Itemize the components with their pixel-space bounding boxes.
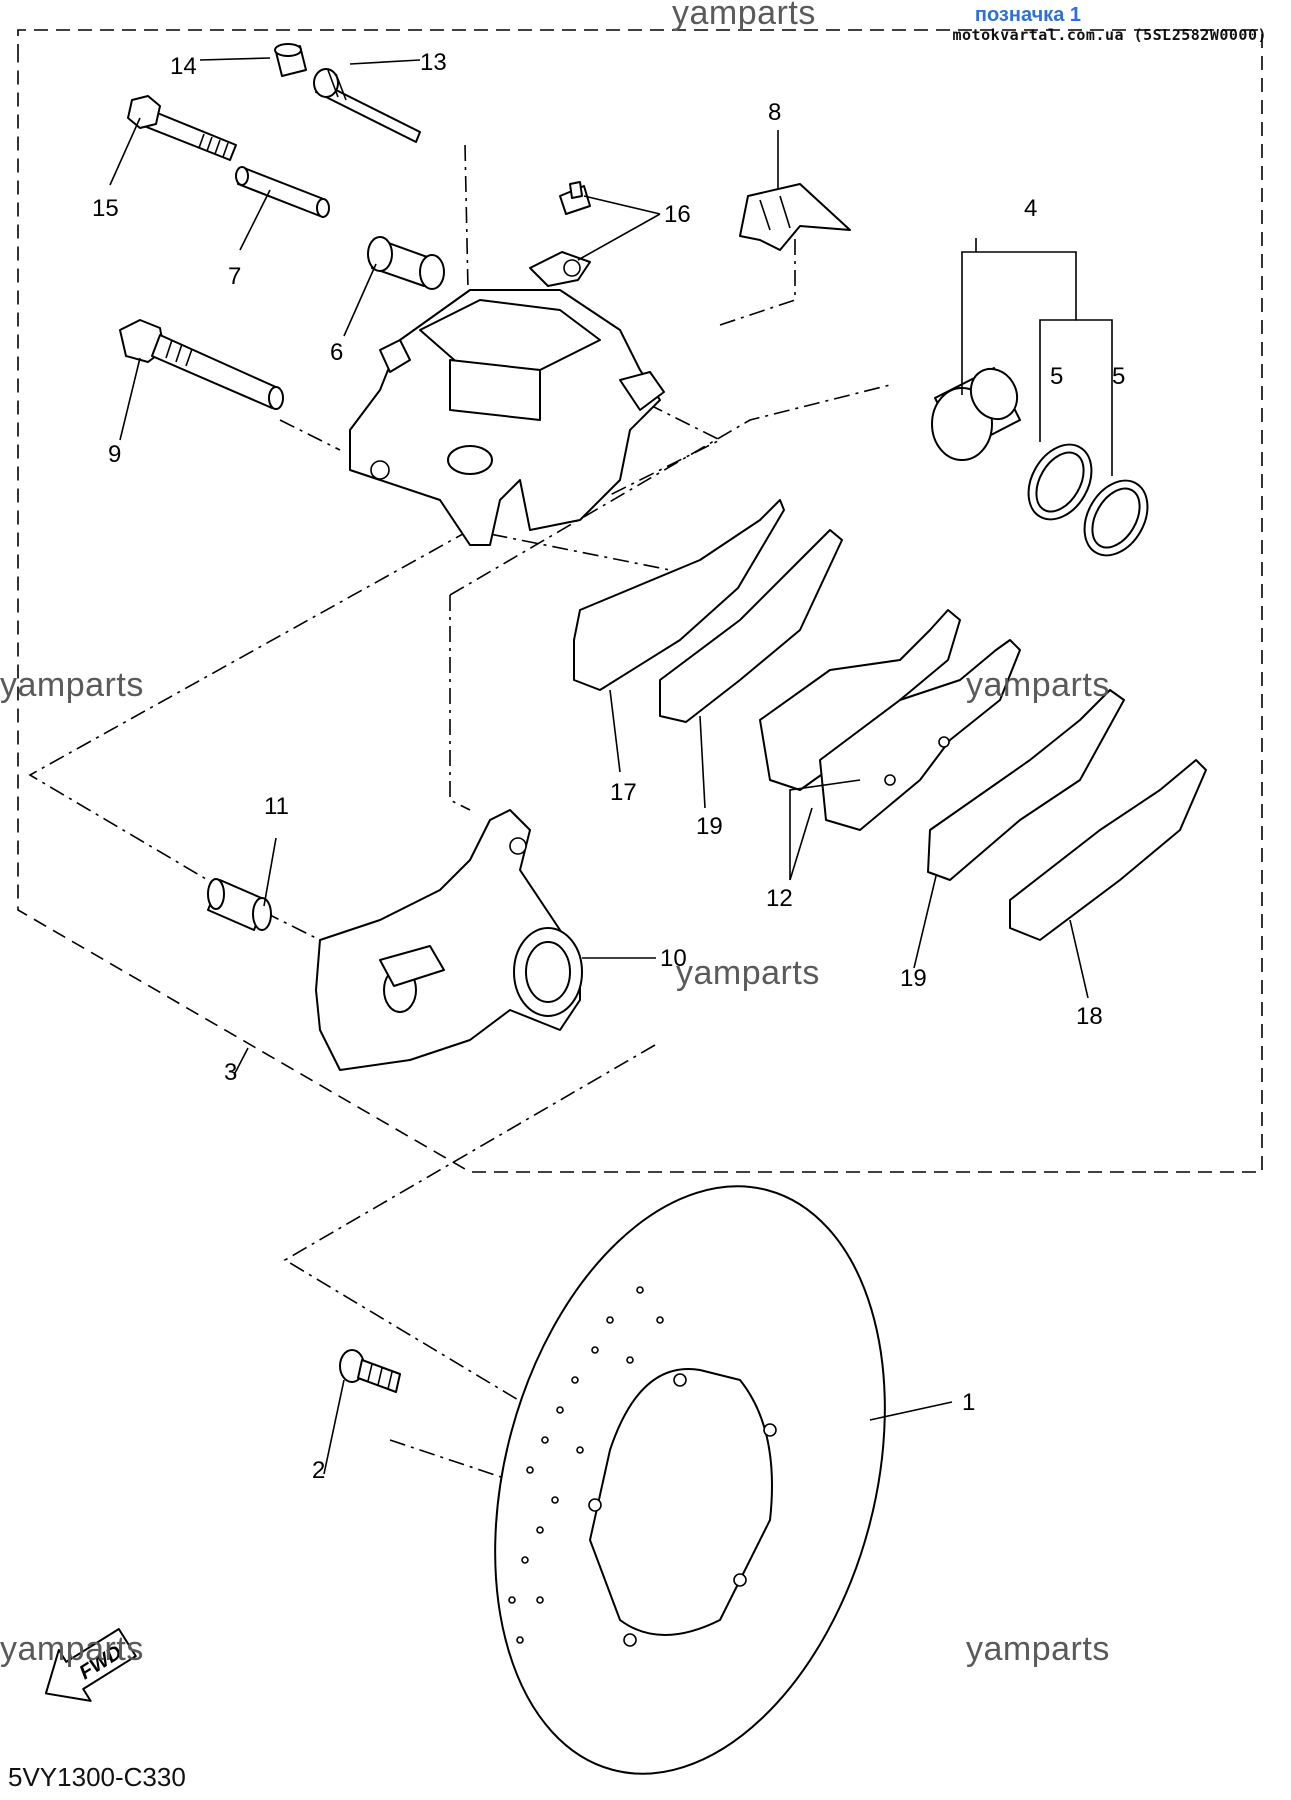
callout-12: 12 [766, 885, 793, 912]
part-5-seal-b[interactable] [1072, 469, 1160, 566]
callout-11: 11 [264, 793, 289, 820]
part-16-bleeder[interactable] [529, 181, 591, 287]
callout-1: 1 [962, 1389, 975, 1416]
callout-19a: 19 [696, 813, 723, 840]
watermark-bottom-left: yamparts [0, 1630, 144, 1668]
callout-3: 3 [224, 1059, 237, 1086]
callout-5a: 5 [1050, 363, 1063, 390]
part-13-pin[interactable] [313, 68, 421, 143]
part-12-pad-b[interactable] [819, 639, 1021, 831]
callout-2: 2 [312, 1457, 325, 1484]
part-15-bolt[interactable] [127, 95, 237, 161]
callout-10: 10 [660, 945, 687, 972]
callout-9: 9 [108, 441, 121, 468]
callout-16: 16 [664, 201, 691, 228]
part-7-pin[interactable] [235, 166, 330, 218]
part-2-screw[interactable] [339, 1349, 401, 1393]
part-14-cap[interactable] [274, 43, 307, 77]
part-17-shim[interactable] [573, 499, 785, 691]
callout-4: 4 [1024, 195, 1037, 222]
callout-7: 7 [228, 263, 241, 290]
caliper-body[interactable] [349, 289, 665, 546]
watermark-top: yamparts [672, 0, 816, 32]
part-10-bracket[interactable] [315, 809, 583, 1071]
callout-15: 15 [92, 195, 119, 222]
part-8-pad-spring[interactable] [739, 183, 851, 251]
callout-5b: 5 [1112, 363, 1125, 390]
watermark-center: yamparts [676, 954, 820, 992]
part-19-plate-right[interactable] [927, 689, 1125, 881]
part-5-seal-a[interactable] [1016, 433, 1104, 530]
callout-18: 18 [1076, 1003, 1103, 1030]
part-4-piston[interactable] [931, 360, 1026, 461]
watermark-mid-left: yamparts [0, 666, 144, 704]
fwd-arrow-icon: FWD [44, 1628, 137, 1702]
part-9-bolt[interactable] [119, 319, 284, 410]
part-19-plate-left[interactable] [659, 529, 843, 723]
bookmark-label[interactable]: позначка 1 [974, 4, 1081, 26]
callout-8: 8 [768, 99, 781, 126]
assembly-boundary [17, 29, 1263, 1173]
callout-13: 13 [420, 49, 447, 76]
watermark-bottom-right: yamparts [966, 1630, 1110, 1668]
part-6-boot[interactable] [367, 236, 445, 290]
part-18-shim[interactable] [1009, 759, 1207, 941]
callout-6: 6 [330, 339, 343, 366]
watermark-mid-right: yamparts [966, 666, 1110, 704]
callouts: 1 2 3 4 5 5 6 7 8 9 10 11 12 13 14 15 16… [92, 49, 1125, 1484]
leader-lines [109, 57, 1113, 1475]
callout-19b: 19 [900, 965, 927, 992]
callout-17: 17 [610, 779, 637, 806]
part-11-boot[interactable] [207, 878, 272, 931]
part-1-disc[interactable] [434, 1142, 947, 1800]
disc-holes [508, 1286, 664, 1644]
diagram-code: 5VY1300-C330 [8, 1762, 186, 1792]
callout-14: 14 [170, 53, 197, 80]
